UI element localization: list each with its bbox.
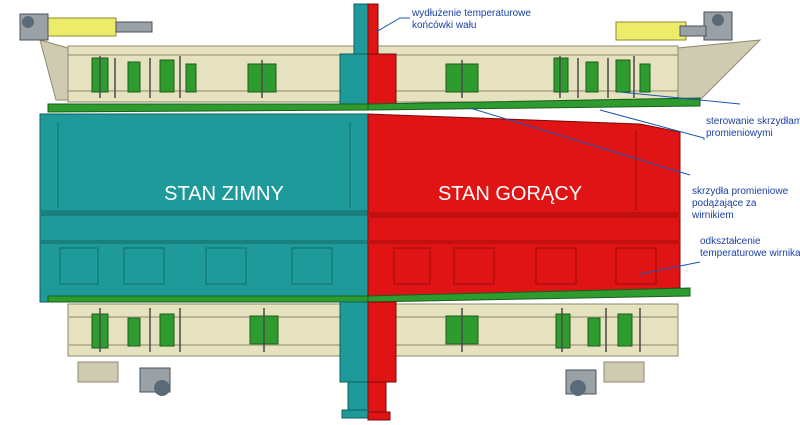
hot-state-label: STAN GORĄCY bbox=[438, 183, 582, 205]
annotation-leaders bbox=[375, 17, 741, 275]
annotation-sector-plate-control: sterowanie skrzydłami promieniowymi bbox=[706, 116, 800, 139]
shaft-top bbox=[339, 3, 397, 109]
annotation-line: podążające za bbox=[692, 198, 757, 209]
annotation-line: odkształcenie bbox=[700, 236, 761, 247]
annotation-line: wydłużenie temperaturowe bbox=[411, 8, 531, 19]
upper-radial-plate bbox=[47, 97, 701, 113]
annotation-line: końcówki wału bbox=[412, 20, 476, 31]
upper-frame bbox=[39, 39, 762, 103]
annotation-rotor-deformation: odkształcenie temperaturowe wirnika bbox=[700, 236, 800, 259]
rotor-hot bbox=[367, 113, 681, 301]
cold-state-label: STAN ZIMNY bbox=[164, 183, 284, 205]
annotation-line: skrzydła promieniowe bbox=[692, 186, 789, 197]
lower-mechanisms bbox=[91, 313, 633, 349]
annotation-shaft-elongation: wydłużenie temperaturowe końcówki wału bbox=[411, 8, 531, 31]
upper-rods bbox=[99, 56, 635, 98]
annotation-line: temperaturowe wirnika bbox=[700, 248, 800, 259]
lower-rods bbox=[99, 308, 641, 352]
shaft-bottom bbox=[339, 301, 397, 421]
drive-unit-top-left bbox=[19, 13, 153, 41]
annotation-radial-plates: skrzydła promieniowe podążające za wirni… bbox=[691, 186, 789, 221]
annotation-line: promieniowymi bbox=[706, 128, 773, 139]
rotor-cold bbox=[39, 113, 369, 303]
drive-unit-top-right bbox=[615, 11, 733, 41]
annotation-line: sterowanie skrzydłami bbox=[706, 116, 800, 127]
annotation-line: wirnikiem bbox=[691, 210, 734, 221]
drive-unit-bottom-right bbox=[565, 361, 645, 396]
drive-unit-bottom-left bbox=[77, 361, 171, 396]
